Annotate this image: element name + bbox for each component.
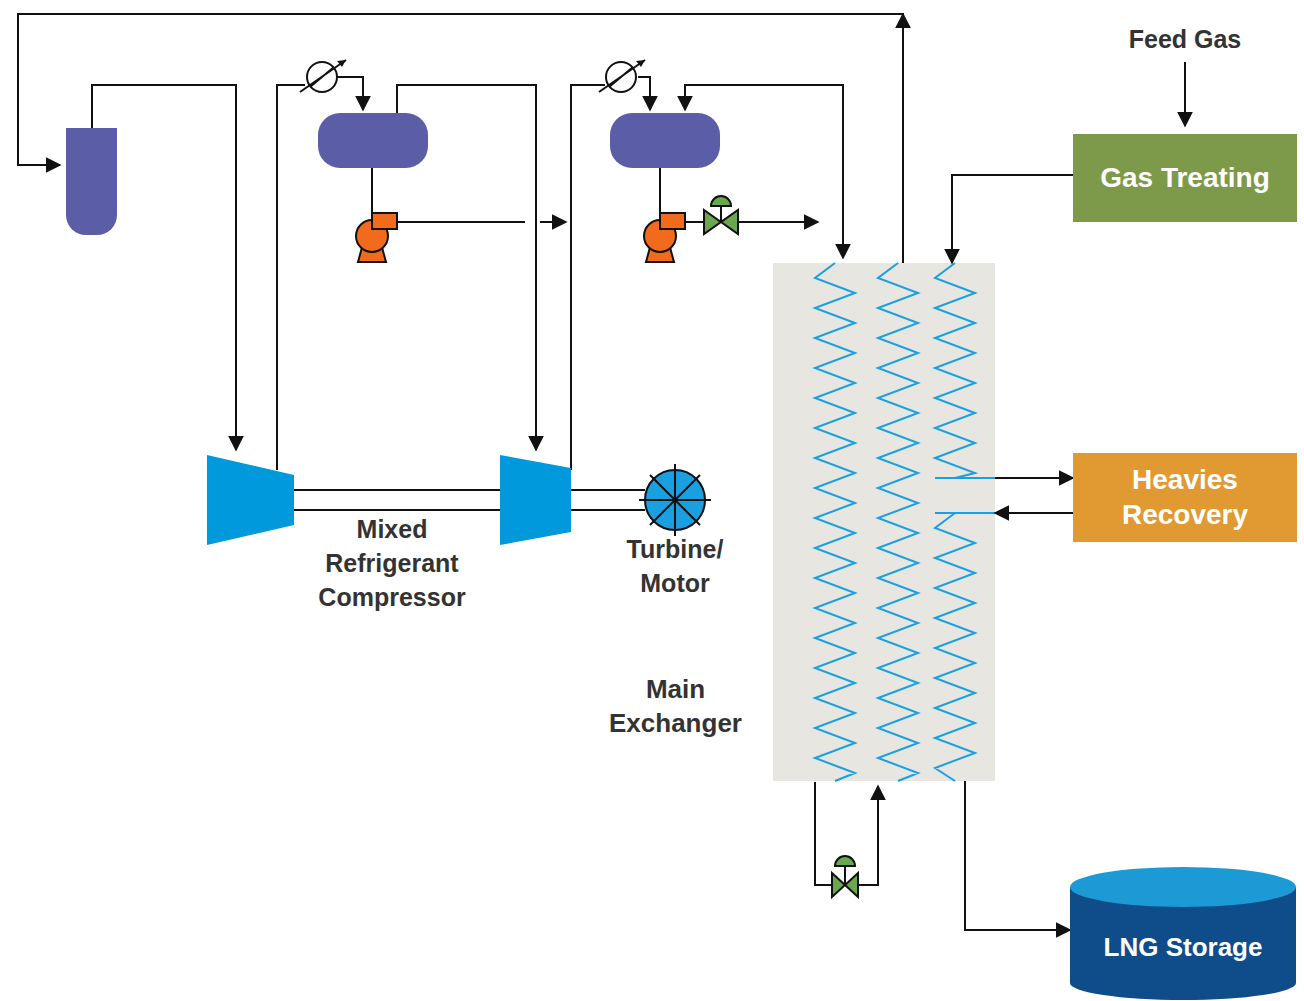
exchanger-coil (935, 263, 975, 478)
equipment-label: Turbine/ Motor (615, 532, 735, 600)
process-stream (995, 512, 1073, 514)
process-box: Heavies Recovery (1073, 453, 1297, 542)
exchanger-coil (935, 513, 975, 781)
node-label: Heavies Recovery (1081, 463, 1289, 531)
node-label: Gas Treating (1100, 161, 1270, 195)
process-box: Gas Treating (1073, 134, 1297, 222)
storage-tank: LNG Storage (1070, 865, 1296, 1000)
exchanger-box: Main Exchanger (773, 263, 995, 781)
process-stream (952, 175, 1073, 263)
stream-label: Feed Gas (1085, 22, 1285, 56)
exchanger-coil (878, 263, 918, 781)
process-stream (995, 477, 1073, 479)
exchanger-coil (815, 263, 855, 781)
node-label: Main Exchanger (593, 673, 758, 741)
equipment-label: Mixed Refrigerant Compressor (287, 512, 497, 614)
process-stream (965, 781, 1070, 930)
node-label: LNG Storage (1104, 932, 1263, 964)
